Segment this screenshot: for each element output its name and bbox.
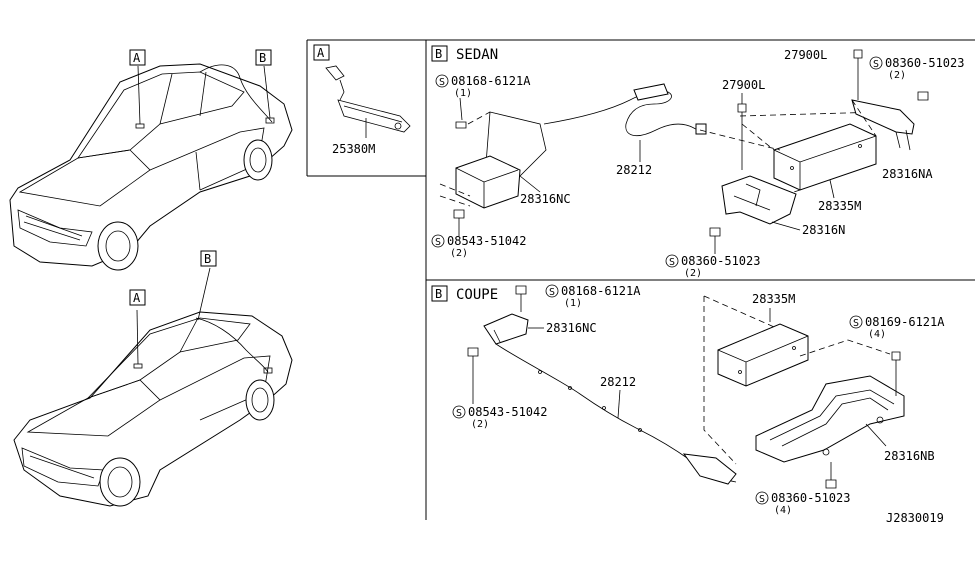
diagram-label: (4) <box>774 505 792 516</box>
sedan-bracket-lower-label: 28316N <box>802 223 845 237</box>
sedan-bolt-top-label: 27900L <box>784 48 827 62</box>
sedan-bracket-left-label: 28316NC <box>520 192 571 206</box>
sedan-screw-top-label: S 08168-6121A (1) <box>435 74 531 99</box>
coupe-antenna-label: 28212 <box>600 375 636 389</box>
callout-sedan-a: A <box>129 49 146 66</box>
diagram-label: S <box>853 318 859 329</box>
diagram-label: 08543-51042 <box>447 234 526 248</box>
sedan-screw-bottom-label: S 08543-51042 (2) <box>431 234 526 259</box>
diagram-label: (1) <box>564 298 582 309</box>
diagram-id: J2830019 <box>886 511 944 525</box>
diagram-label: 08360-51023 <box>885 56 964 70</box>
diagram-label: A <box>133 51 141 65</box>
diagram-label: A <box>317 46 325 60</box>
diagram-label: S <box>549 287 555 298</box>
sedan-title: SEDAN <box>456 47 498 63</box>
coupe-module-label: 28335M <box>752 292 795 306</box>
sedan-module-label: 28335M <box>818 199 861 213</box>
coupe-screw-left-label: S 08543-51042 (2) <box>452 405 547 430</box>
coupe-bracket-label: 28316NB <box>884 449 935 463</box>
diagram-label: 08360-51023 <box>771 491 850 505</box>
sedan-bolt-mid-label: 27900L <box>722 78 765 92</box>
diagram-label: B <box>435 47 442 61</box>
diagram-label: (2) <box>684 268 702 279</box>
diagram-label: A <box>133 291 141 305</box>
diagram-label: (2) <box>450 248 468 259</box>
callout-sedan-b: B <box>255 49 272 66</box>
diagram-label: 08168-6121A <box>561 284 641 298</box>
diagram-label: (2) <box>471 419 489 430</box>
diagram-label: 08169-6121A <box>865 315 945 329</box>
diagram-label: (1) <box>454 88 472 99</box>
detail-a-panel: A 25380M <box>313 44 411 156</box>
diagram-label: S <box>439 77 445 88</box>
callout-coupe-b: B <box>200 250 217 267</box>
diagram-label: 08360-51023 <box>681 254 760 268</box>
diagram-label: 08543-51042 <box>468 405 547 419</box>
panel-borders <box>306 39 975 520</box>
sedan-antenna-label: 28212 <box>616 163 652 177</box>
diagram-label: B <box>435 287 442 301</box>
diagram-label: (4) <box>868 329 886 340</box>
diagram-label: S <box>759 494 765 505</box>
callout-coupe-a: A <box>129 289 146 306</box>
coupe-screw-right-label: S 08169-6121A (4) <box>849 315 945 340</box>
diagram-label: 08168-6121A <box>451 74 531 88</box>
coupe-screw-top-label: S 08168-6121A (1) <box>545 284 641 309</box>
part-25380m-label: 25380M <box>332 142 375 156</box>
diagram-label: B <box>204 252 211 266</box>
coupe-detail-panel: B COUPE S 08168-6121A (1) 28316NC S 0854… <box>431 284 945 516</box>
diagram-label: B <box>259 51 266 65</box>
diagram-label: S <box>435 237 441 248</box>
diagram-label: (2) <box>888 70 906 81</box>
sedan-screw-lower-label: S 08360-51023 (2) <box>665 254 760 279</box>
sedan-car-illustration <box>9 63 293 271</box>
sedan-screw-right-label: S 08360-51023 (2) <box>869 56 964 81</box>
coupe-car-illustration <box>13 267 293 507</box>
coupe-title: COUPE <box>456 287 498 303</box>
diagram-label: S <box>669 257 675 268</box>
diagram-label: S <box>456 408 462 419</box>
coupe-bracket-left-label: 28316NC <box>546 321 597 335</box>
sedan-detail-panel: B SEDAN S 08168-6121A (1) 28316NC S 0854… <box>431 45 964 279</box>
coupe-screw-bottom-label: S 08360-51023 (4) <box>755 491 850 516</box>
diagram-label: S <box>873 59 879 70</box>
sedan-bracket-right-label: 28316NA <box>882 167 933 181</box>
